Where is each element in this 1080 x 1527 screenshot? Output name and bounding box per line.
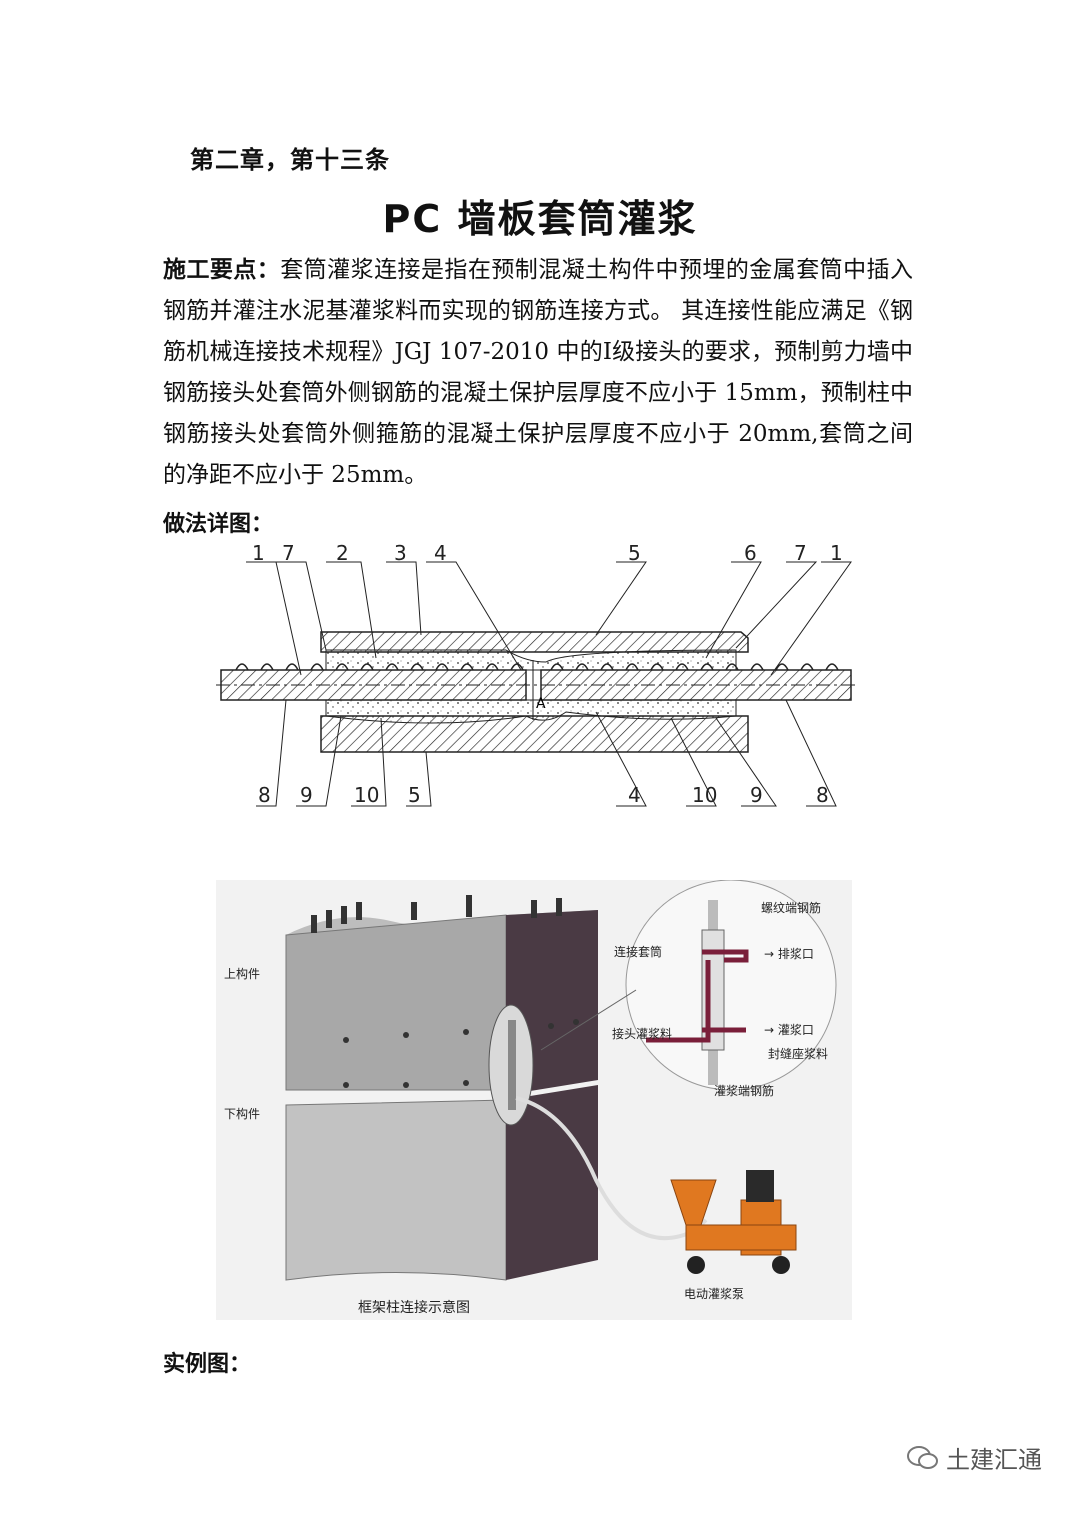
label-top-1a: 1 [252,541,265,565]
label-top-1b: 1 [830,541,843,565]
callout-grout-end-rebar: 灌浆端钢筋 [714,1083,774,1098]
label-bottom-10a: 10 [354,783,379,807]
label-bottom-10b: 10 [692,783,717,807]
grout-pump [670,1170,797,1274]
callout-threaded-rebar: 螺纹端钢筋 [761,900,821,915]
label-top-6: 6 [744,541,757,565]
detail-circle [625,880,837,1091]
sleeve-section-diagram: A 1 7 2 3 4 5 6 7 1 8 9 10 5 4 10 9 8 [216,541,856,807]
label-top-2: 2 [336,541,349,565]
watermark-text: 土建汇通 [946,1446,1042,1474]
center-mark-label: A [536,696,546,712]
callout-inlet: → 灌浆口 [764,1022,814,1037]
label-top-3: 3 [394,541,407,565]
upper-member-front [285,914,507,1091]
page-title: PC 墙板套筒灌浆 [382,197,698,241]
callout-seat-grout: 封缝座浆料 [768,1046,828,1061]
lower-member-label: 下构件 [224,1106,260,1121]
bottom-leaders [256,699,837,807]
paragraph-lead: 施工要点： [163,257,281,283]
column-connection-diagram: 螺纹端钢筋 连接套筒 → 排浆口 接头灌浆料 → 灌浆口 封缝座浆料 灌浆端钢筋… [216,880,852,1320]
upper-member-label: 上构件 [224,966,260,981]
label-top-7a: 7 [282,541,295,565]
label-bottom-8a: 8 [258,783,271,807]
example-label: 实例图： [163,1352,252,1377]
paragraph-text: 套筒灌浆连接是指在预制混凝土构件中预埋的金属套筒中插入钢筋并灌注水泥基灌浆料而实… [163,257,914,488]
top-leaders [246,561,852,676]
rebar-ribs [235,663,839,671]
outlet-pipe [702,949,749,963]
wechat-icon [907,1445,938,1469]
label-bottom-9a: 9 [300,783,313,807]
callout-joint-grout: 接头灌浆料 [612,1026,672,1041]
grout-hose [515,1096,708,1241]
detail-label: 做法详图： [163,512,274,537]
detail-pointer [540,989,637,1051]
sleeve-shell-top [320,631,749,653]
diagram-caption: 框架柱连接示意图 [358,1299,470,1316]
grout-path [646,960,711,1043]
label-top-7b: 7 [794,541,807,565]
callout-sleeve: 连接套筒 [614,944,662,959]
watermark: 土建汇通 [906,1440,1042,1475]
cutaway-rebar [508,1020,516,1110]
label-top-4: 4 [434,541,447,565]
lower-member-side [506,1085,598,1280]
construction-points-paragraph: 施工要点：套筒灌浆连接是指在预制混凝土构件中预埋的金属套筒中插入钢筋并灌注水泥基… [163,250,913,496]
callout-outlet: → 排浆口 [764,946,814,961]
label-bottom-5: 5 [408,783,421,807]
pump-label: 电动灌浆泵 [684,1286,744,1301]
top-rebar-ends [311,895,562,933]
label-bottom-9b: 9 [750,783,763,807]
lower-member-front [285,1099,507,1281]
label-bottom-4: 4 [628,783,641,807]
label-top-5: 5 [628,541,641,565]
grout-bottom [325,699,737,724]
label-bottom-8b: 8 [816,783,829,807]
chapter-heading: 第二章，第十三条 [190,146,390,174]
